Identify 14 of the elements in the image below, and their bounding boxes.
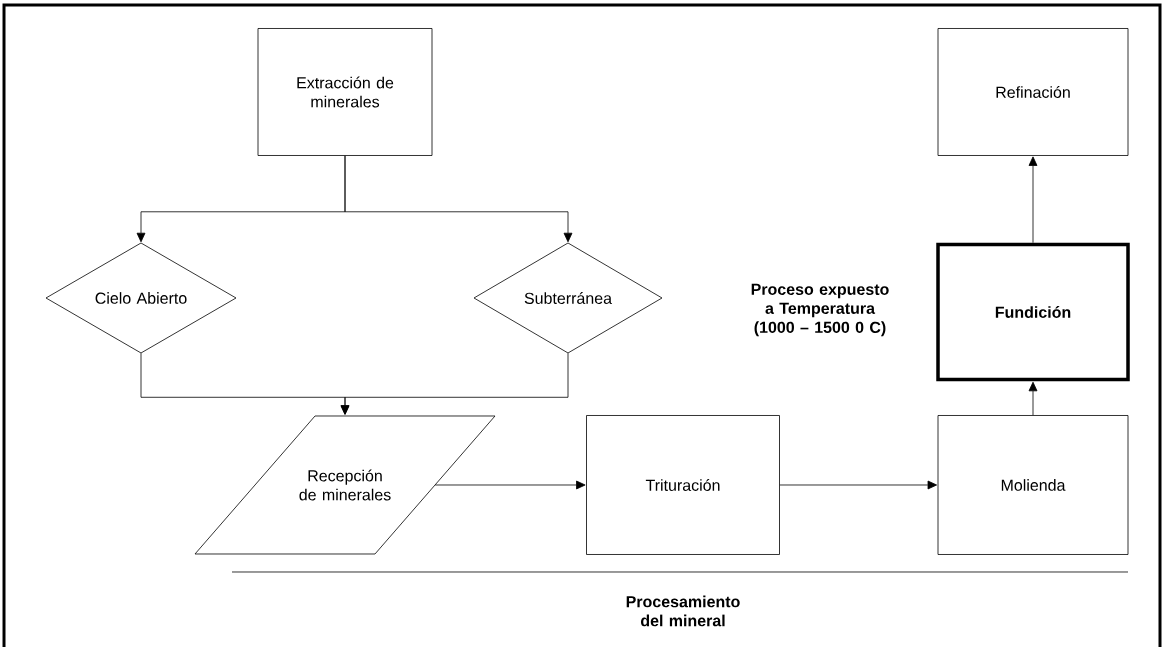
note-text: Proceso expuesto a Temperatura (1000 – 1500 0 C) — [751, 283, 889, 337]
process-box: Extracción de minerales — [257, 28, 433, 156]
arrow — [340, 352, 569, 415]
process-box: Refinación — [937, 28, 1129, 156]
process-box: Molienda — [937, 415, 1129, 555]
section-label: Procesamiento del mineral — [626, 595, 740, 627]
arrow — [434, 480, 586, 490]
process-box: Fundición — [936, 242, 1130, 382]
arrow — [344, 155, 573, 243]
arrow — [779, 480, 938, 490]
input-parallelogram: Recepción de minerales — [194, 415, 496, 555]
process-box: Trituración — [586, 415, 780, 555]
arrow — [1028, 381, 1038, 416]
arrow — [1028, 156, 1038, 244]
